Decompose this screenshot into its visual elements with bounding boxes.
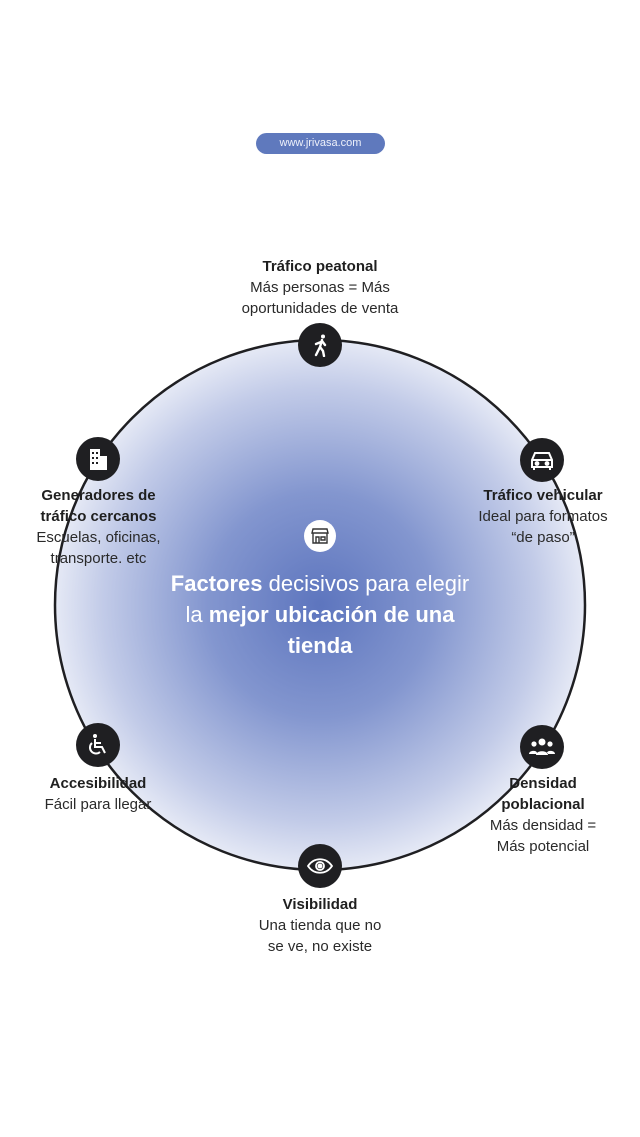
store-icon (304, 520, 336, 552)
eye-icon (298, 844, 342, 888)
car-icon (520, 438, 564, 482)
buildings-icon (76, 437, 120, 481)
website-badge[interactable]: www.jrivasa.com (256, 133, 385, 154)
center-title: Factores decisivos para elegir la mejor … (170, 571, 470, 658)
group-people-icon (520, 725, 564, 769)
wheelchair-icon (76, 723, 120, 767)
walking-person-icon (298, 323, 342, 367)
center-gradient (55, 340, 585, 870)
